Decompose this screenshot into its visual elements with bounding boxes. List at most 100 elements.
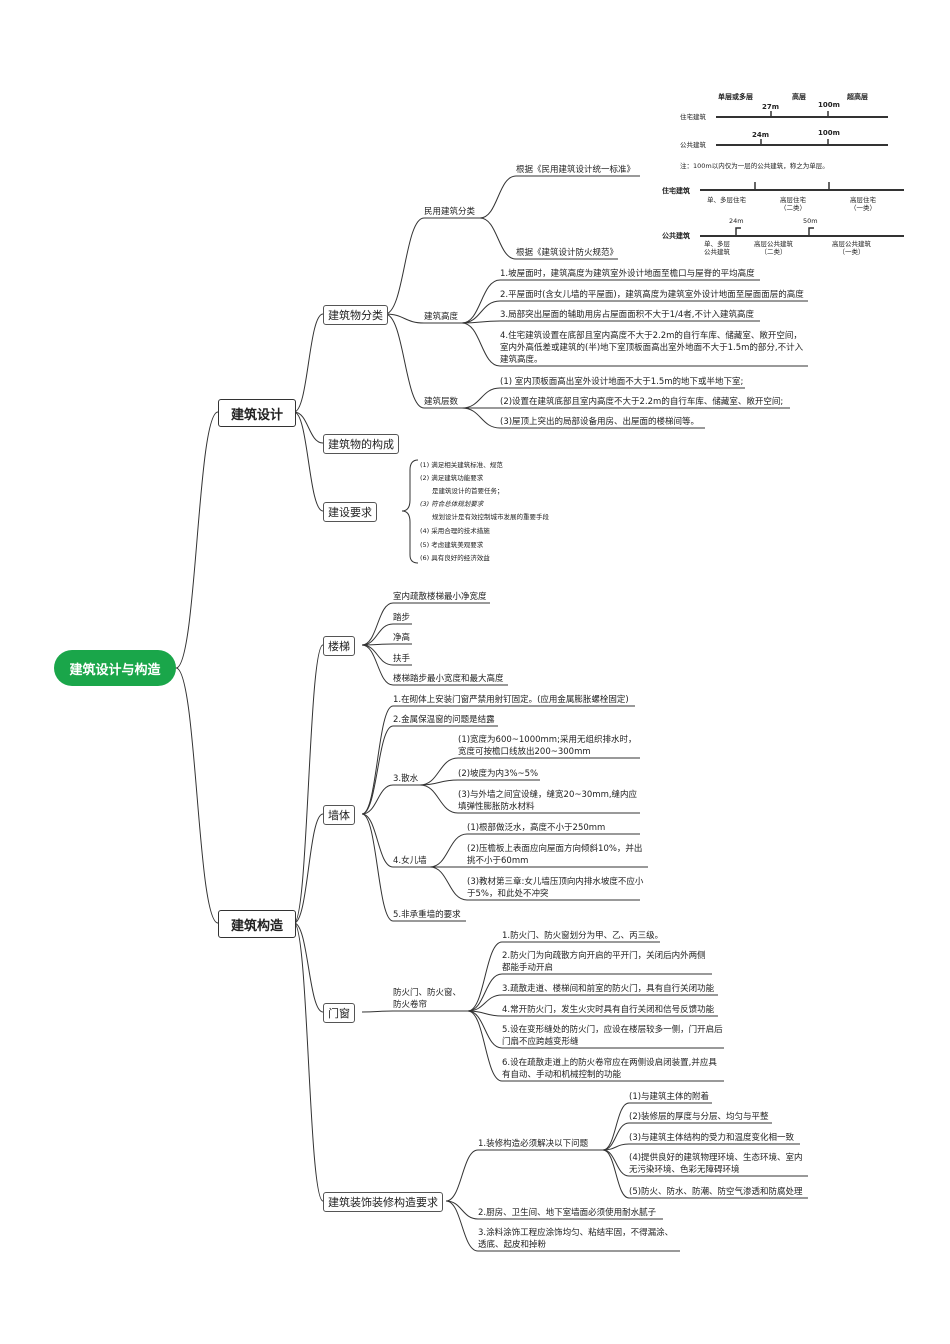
link-wall-item [361,705,394,815]
req-2b: 是建筑设计的首要任务； [432,487,504,495]
mark-100b: 100m [818,129,840,137]
wall-item-1: 1.在砌体上安装门窗严禁用射钉固定。(应用金属膨胀螺栓固定) [393,695,629,705]
stairs-1: 室内疏散楼梯最小净宽度 [393,592,487,602]
node-doors[interactable]: 门窗 [323,1003,355,1023]
link-fire-item [467,941,503,1012]
wall-item-2: 2.金属保温窗的问题是结露 [393,715,495,725]
link-apron-item [419,779,459,786]
link-fire-item [467,994,503,1012]
link-civil-std1 [479,175,517,219]
pub-cat-3: 高层公共建筑 （一类） [832,240,871,256]
std2-res-ticks [754,182,830,190]
link-height-item [461,279,501,324]
floors-item-1: (1) 室内顶板面高出室外设计地面不大于1.5m的地下或半地下室; [500,377,744,387]
std2-pub-ticks [735,227,814,236]
node-std2[interactable]: 根据《建筑设计防火规范》 [516,248,619,258]
res-cat-2: 高层住宅 （二类） [780,196,806,212]
wall-parapet[interactable]: 4.女儿墙 [393,856,427,866]
head-super: 超高层 [847,93,868,101]
link-stairs-item [361,602,394,646]
link-apron-item [419,757,459,786]
wall-apron[interactable]: 3.散水 [393,774,419,784]
deco-1-1: (1)与建筑主体的附着 [629,1092,710,1102]
deco-item-1[interactable]: 1.装修构造必须解决以下问题 [478,1139,589,1149]
mark-24b: 24m [729,217,744,225]
node-stairs[interactable]: 楼梯 [323,636,355,656]
fire-4: 4.常开防火门，发生火灾时具有自行关闭和信号反馈功能 [502,1005,715,1015]
fire-5: 5.设在变形缝处的防火门，应设在楼层较多一侧，门开启后门扇不应跨越变形缝 [502,1025,723,1047]
node-composition[interactable]: 建筑物的构成 [323,434,399,454]
link-height-item [461,300,501,324]
link-fire-item [467,1010,503,1082]
link-civil-std2 [479,217,517,260]
node-classification[interactable]: 建筑物分类 [323,305,388,325]
req-6: (6) 具有良好的经济效益 [420,554,490,562]
link-design-child [293,313,324,413]
deco-1-2: (2)装修层的厚度与分层、均匀与平整 [629,1112,769,1122]
fire-1: 1.防火门、防火窗划分为甲、乙、丙三级。 [502,931,664,941]
link-wall-item [361,813,394,922]
bracket-requirements [401,459,419,564]
link-parapet-item [429,866,468,901]
node-requirements[interactable]: 建设要求 [323,502,377,522]
link-floors-item [461,407,501,429]
stairs-3: 净高 [393,633,411,643]
link-apron-item [419,784,459,814]
root-node[interactable]: 建筑设计与构造 [54,650,176,686]
std1-ticks [760,111,829,145]
link-fire-item [467,1010,503,1049]
head-high: 高层 [792,93,806,101]
pub-cat-1: 单、多层 公共建筑 [704,240,730,256]
deco-item-2: 2.厨房、卫生间、地下室墙面必须使用耐水腻子 [478,1208,657,1218]
std1-row-pub: 公共建筑 [680,141,706,149]
height-item-2: 2.平屋面时(含女儿墙的平屋面)，建筑高度为建筑室外设计地面至屋面面层的高度 [500,290,804,300]
stairs-4: 扶手 [393,654,411,664]
link-design-child [293,411,324,444]
doors-fire[interactable]: 防火门、防火窗、防火卷帘 [393,988,462,1010]
deco-1-4: (4)提供良好的建筑物理环境、生态环境、室内无污染环境、色彩无障碍环境 [629,1153,803,1175]
link-parapet-item [429,833,468,868]
node-construction[interactable]: 建筑构造 [218,910,296,938]
node-floors[interactable]: 建筑层数 [424,397,459,407]
node-civil[interactable]: 民用建筑分类 [424,207,476,217]
stairs-5: 楼梯踏步最小宽度和最大高度 [393,674,504,684]
pub-cat-2: 高层公共建筑 （二类） [754,240,793,256]
std1-row-res: 住宅建筑 [680,113,706,121]
mark-24: 24m [752,131,770,139]
link-wall-item [361,725,394,815]
link-stairs-item [361,623,394,646]
node-std1[interactable]: 根据《民用建筑设计统一标准》 [516,165,636,175]
link-floors-item [461,387,501,409]
node-wall[interactable]: 墙体 [323,805,355,825]
mark-100a: 100m [818,101,840,109]
wall-item-5: 5.非承重墙的要求 [393,910,461,920]
link-fire-item [467,1010,503,1017]
deco-item-3: 3.涂料涂饰工程应涂饰均匀、粘结牢固，不得漏涂、透底、起皮和掉粉 [478,1228,674,1250]
stairs-2: 踏步 [393,613,411,623]
floors-item-2: (2)设置在建筑底部且室内高度不大于2.2m的自行车库、储藏室、敞开空间; [500,397,784,407]
req-3b: 规划设计是有效控制城市发展的重要手段 [432,513,549,521]
node-decoration[interactable]: 建筑装饰装修构造要求 [323,1192,443,1212]
link-deco-sub [602,1143,630,1151]
link-class-child [384,217,425,315]
height-item-4: 4.住宅建筑设置在底部且室内高度不大于2.2m的自行车库、储藏室、敞开空间，室内… [500,331,804,365]
link-deco-sub [602,1149,630,1199]
fire-3: 3.疏散走道、楼梯间和前室的防火门，具有自行关闭功能 [502,984,715,994]
std2-row-res: 住宅建筑 [662,187,690,195]
link-wall-item [361,784,394,815]
apron-2: (2)坡度为内3%~5% [458,769,539,779]
node-design[interactable]: 建筑设计 [218,399,296,427]
link-height-item [461,320,501,324]
link-stairs-item [361,644,394,666]
link-deco-item [445,1149,479,1202]
link-fire-item [467,973,503,1012]
link-deco-sub [602,1102,630,1151]
link-construction-child [293,922,324,1202]
link-deco-sub [602,1122,630,1151]
res-cat-1: 单、多层住宅 [707,196,746,204]
node-height[interactable]: 建筑高度 [424,312,459,322]
parapet-1: (1)根部做泛水，高度不小于250mm [467,823,606,833]
deco-1-5: (5)防火、防水、防潮、防空气渗透和防腐处理 [629,1187,803,1197]
